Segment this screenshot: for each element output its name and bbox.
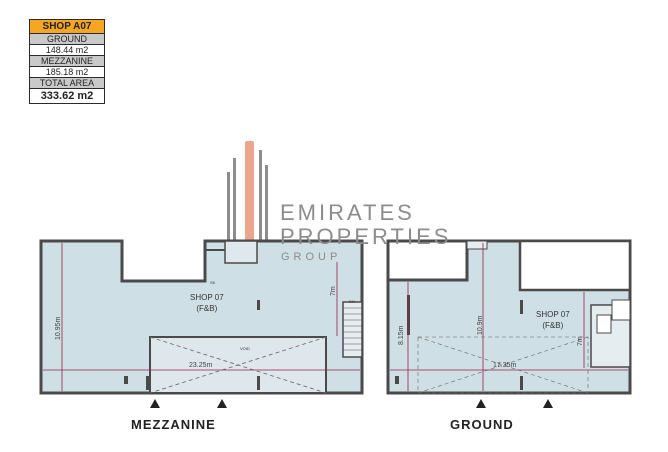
legend-total-value: 333.62 m2: [40, 90, 94, 102]
mezzanine-dn-label: DN: [349, 299, 355, 304]
mezzanine-sk-label: SK: [210, 280, 216, 285]
mezzanine-title: MEZZANINE: [131, 417, 216, 432]
staircase-icon: [342, 301, 363, 358]
watermark-line-3: GROUP: [281, 251, 342, 263]
watermark-line-2: PROPERTIES: [280, 224, 452, 249]
ground-shop-label: SHOP 07 (F&B): [536, 309, 570, 331]
ground-width-dimension: 17.35m: [493, 362, 517, 369]
mezzanine-void-label: VOID: [240, 346, 250, 351]
mezzanine-shop-label: SHOP 07 (F&B): [190, 292, 224, 314]
mezzanine-shop-use: (F&B): [196, 304, 218, 313]
entrance-triangle-icon: [150, 399, 160, 408]
area-legend: SHOP A07 GROUND 148.44 m2 MEZZANINE 185.…: [29, 19, 105, 104]
mezzanine-shop-name: SHOP 07: [190, 293, 224, 302]
ground-left-dimension: 8.15m: [398, 325, 405, 345]
watermark-line-1: EMIRATES: [280, 200, 415, 225]
ground-shop-use: (F&B): [542, 321, 564, 330]
legend-mezzanine-label: MEZZANINE: [30, 56, 104, 67]
mezzanine-height-dimension: 10.95m: [55, 316, 62, 340]
entrance-triangle-icon: [476, 399, 486, 408]
ground-shop-name: SHOP 07: [536, 310, 570, 319]
legend-total-label: TOTAL AREA: [30, 78, 104, 89]
ground-title: GROUND: [450, 417, 514, 432]
legend-ground-value: 148.44 m2: [30, 45, 104, 56]
entrance-triangle-icon: [217, 399, 227, 408]
ground-height-dimension: 10.9m: [477, 315, 484, 335]
mezzanine-plan: [39, 239, 364, 395]
entrance-triangle-icon: [543, 399, 553, 408]
mezzanine-side-dimension: 7m: [330, 286, 337, 296]
legend-shop-name: SHOP A07: [30, 20, 104, 34]
ground-side-dimension: 7m: [577, 336, 584, 346]
legend-mezzanine-value: 185.18 m2: [30, 67, 104, 78]
mezzanine-width-dimension: 23.25m: [189, 362, 213, 369]
ground-plan: [386, 239, 632, 395]
legend-ground-label: GROUND: [30, 34, 104, 45]
